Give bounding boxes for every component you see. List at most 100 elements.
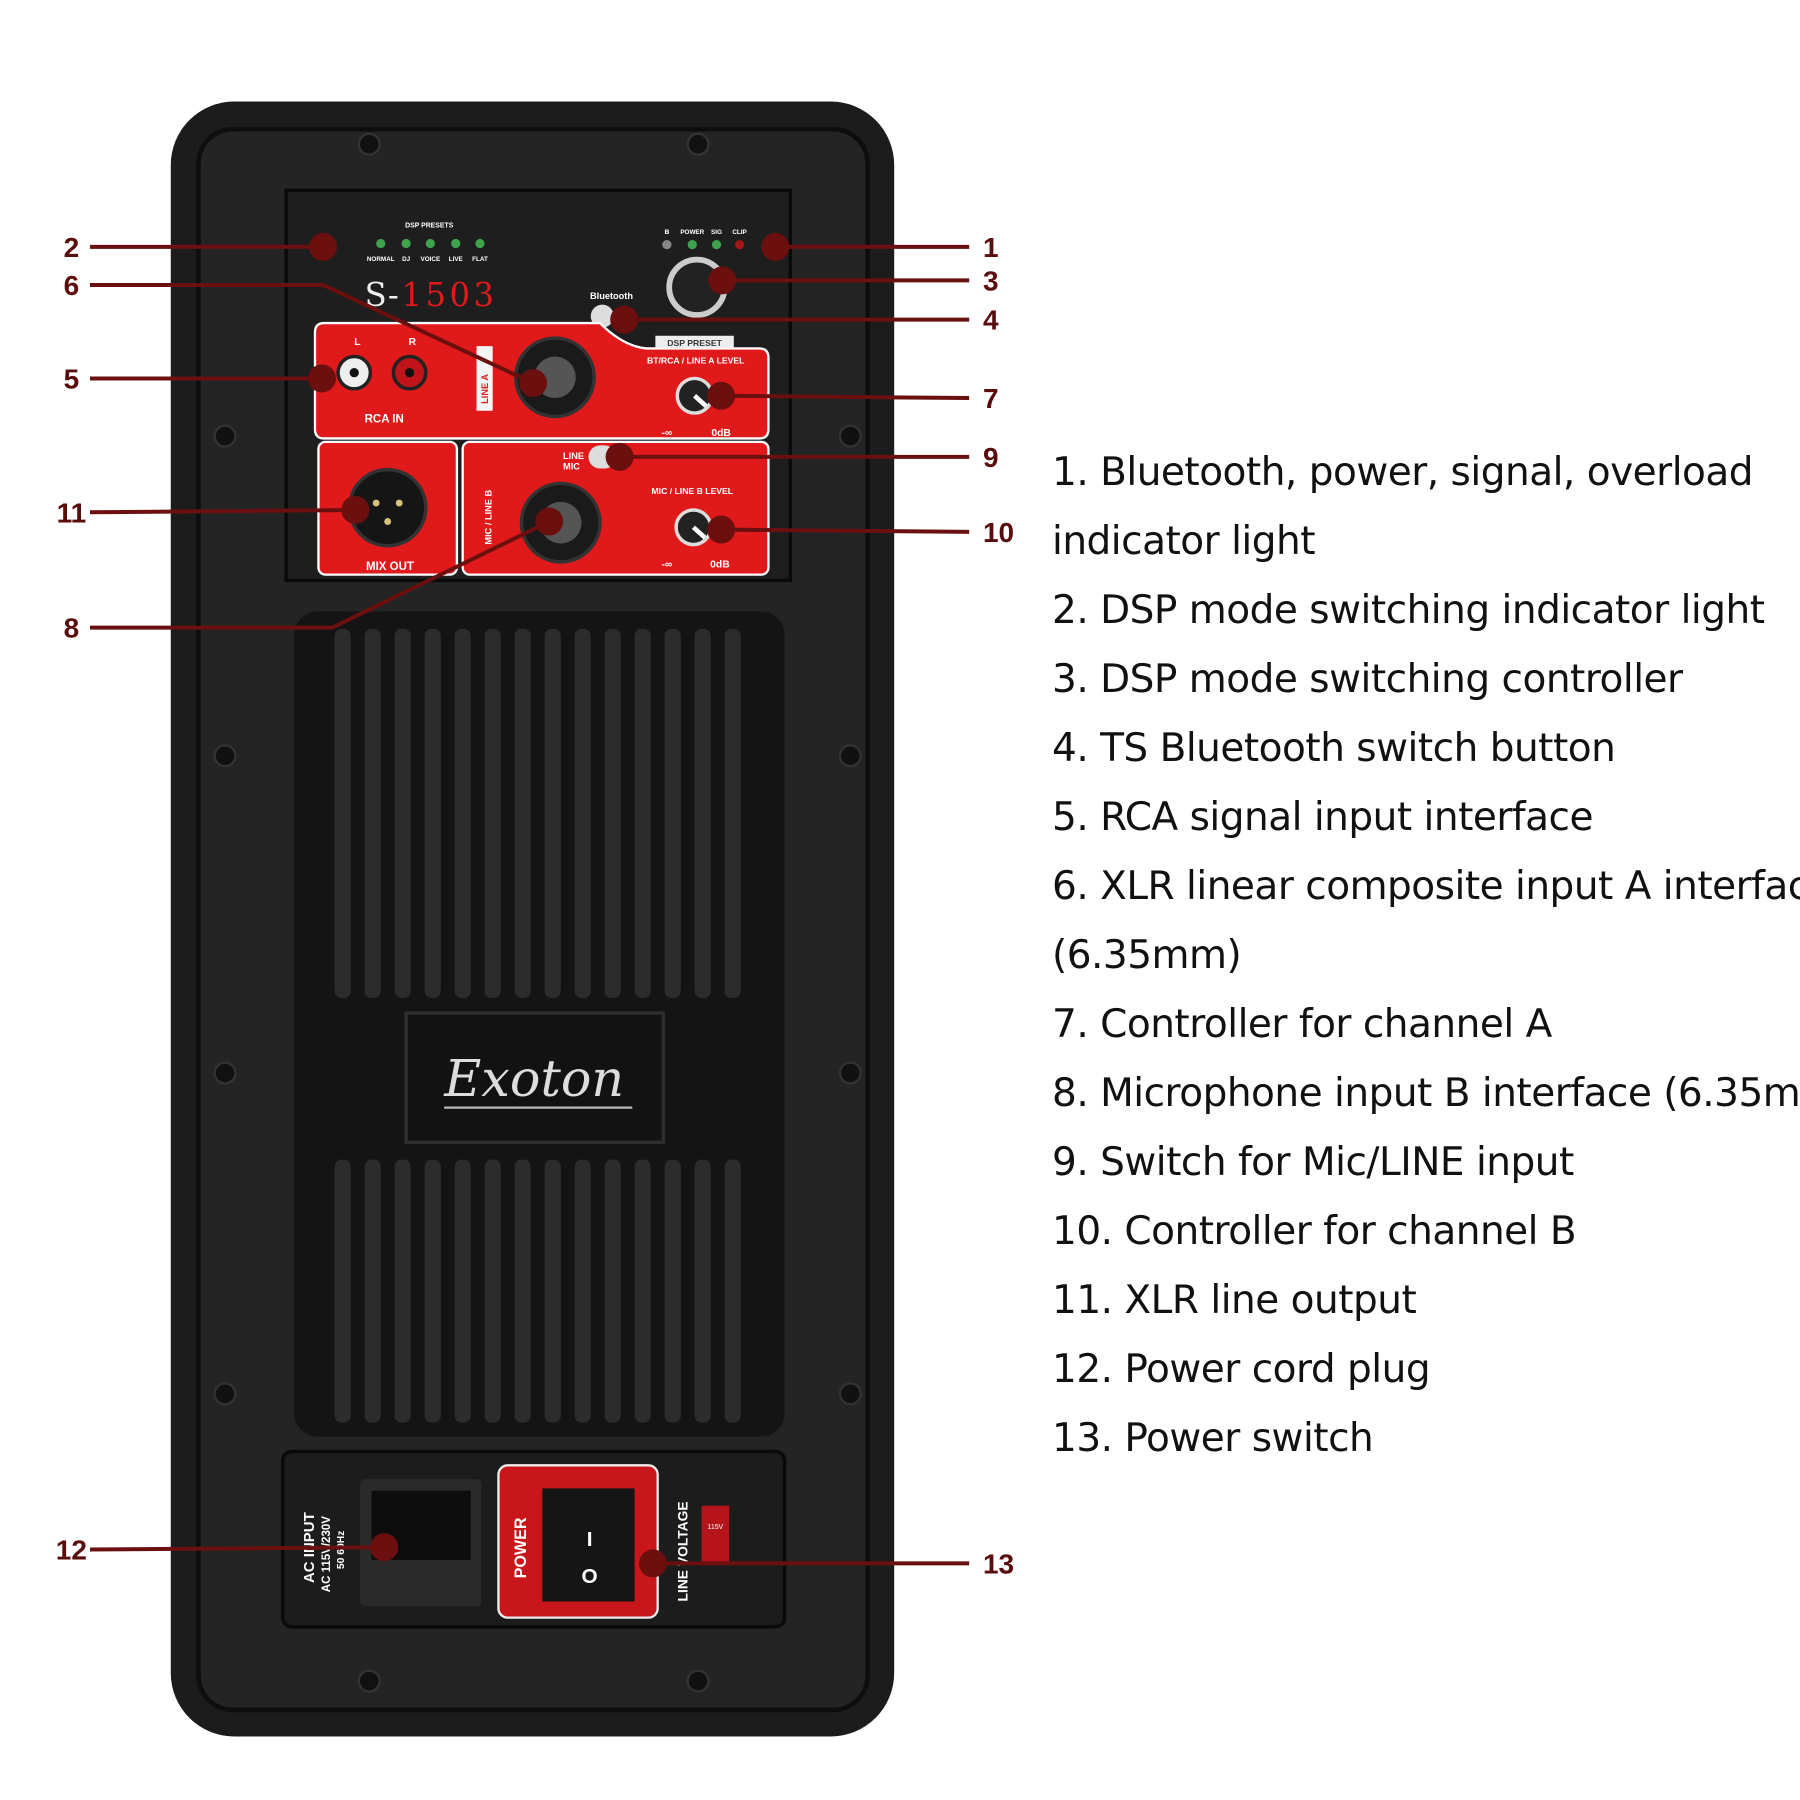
- callout-number: 12: [56, 1535, 87, 1566]
- dsp-preset-label: DSP PRESET: [667, 338, 722, 348]
- heatsink-fin: [664, 628, 681, 999]
- preset-led: [425, 238, 435, 249]
- callout-line: [721, 527, 970, 534]
- level-a-max: 0dB: [711, 428, 731, 439]
- level-a-min: -∞: [661, 428, 672, 439]
- heatsink-fin: [334, 1159, 351, 1423]
- brand-logo: Exoton: [443, 1049, 624, 1108]
- heatsink-fin: [364, 1159, 381, 1423]
- callout-dot: [639, 1549, 668, 1578]
- xlr-pin: [395, 499, 403, 507]
- callout-dot: [370, 1533, 399, 1562]
- legend-item: (6.35mm): [1052, 933, 1242, 978]
- heatsink-fin: [604, 628, 621, 999]
- heatsink-fin: [574, 628, 591, 999]
- callout-dot: [761, 232, 790, 261]
- line-a-label: LINE A: [480, 374, 490, 404]
- callout-dot: [708, 266, 737, 295]
- screw-icon: [838, 1061, 862, 1085]
- legend-item: 12. Power cord plug: [1052, 1347, 1431, 1392]
- heatsink-fin: [544, 1159, 561, 1423]
- xlr-pin: [372, 499, 380, 507]
- heatsink-fin: [364, 628, 381, 999]
- voltage-selector[interactable]: [701, 1505, 730, 1564]
- callout-dot: [309, 232, 338, 261]
- preset-led: [475, 238, 485, 249]
- preset-label: VOICE: [421, 256, 441, 263]
- heatsink-fin: [724, 1159, 741, 1423]
- heatsink-fin: [484, 1159, 501, 1423]
- switch-on-mark: I: [587, 1528, 593, 1551]
- callout-number: 13: [983, 1548, 1014, 1579]
- bluetooth-icon: ʙ: [664, 227, 669, 236]
- legend-item: 3. DSP mode switching controller: [1052, 657, 1683, 702]
- callout-line: [89, 519, 551, 630]
- bluetooth-led: [662, 239, 672, 250]
- heatsink-fin: [664, 1159, 681, 1423]
- preset-label: DJ: [402, 256, 411, 263]
- xlr-pin: [384, 518, 392, 525]
- legend-item: 2. DSP mode switching indicator light: [1052, 588, 1765, 633]
- preset-led: [451, 238, 461, 249]
- heatsink-fin: [724, 628, 741, 999]
- callout-number: 10: [983, 517, 1014, 548]
- level-b-label: MIC / LINE B LEVEL: [651, 486, 733, 496]
- heatsink-fin: [394, 628, 411, 999]
- heatsink-fin: [394, 1159, 411, 1423]
- callout-dot: [519, 369, 548, 398]
- screw-icon: [357, 1669, 381, 1693]
- rca-in-label: RCA IN: [365, 413, 404, 425]
- screw-icon: [838, 744, 862, 768]
- callout-dot: [610, 305, 639, 334]
- heatsink-fin: [604, 1159, 621, 1423]
- callout-line: [89, 1545, 385, 1552]
- dsp-presets-title: DSP PRESETS: [405, 222, 454, 229]
- legend-item: 5. RCA signal input interface: [1052, 795, 1593, 840]
- callout-dot: [707, 381, 736, 410]
- status-led-label: POWER: [680, 229, 704, 236]
- legend-item: 8. Microphone input B interface (6.35mm): [1052, 1071, 1800, 1116]
- rca-right-hole: [404, 368, 415, 378]
- legend-item: 7. Controller for channel A: [1052, 1002, 1552, 1047]
- status-led: [734, 239, 745, 250]
- legend-item: 10. Controller for channel B: [1052, 1209, 1577, 1254]
- power-rocker-switch[interactable]: [542, 1488, 635, 1602]
- callout-number: 7: [983, 383, 999, 414]
- rca-right-label: R: [408, 337, 416, 348]
- legend-item: 13. Power switch: [1052, 1416, 1374, 1461]
- legend-item: 1. Bluetooth, power, signal, overload: [1052, 450, 1754, 495]
- level-b-pointer: [691, 525, 707, 540]
- line-voltage-label: LINE VOLTAGE: [675, 1501, 691, 1601]
- heatsink-fin: [694, 628, 711, 999]
- legend-item: 11. XLR line output: [1052, 1278, 1417, 1323]
- dsp-preset-tag: [655, 335, 734, 349]
- callout-number: 9: [983, 442, 999, 473]
- mic-line-b-label: MIC / LINE B: [484, 489, 494, 544]
- callout-dot: [307, 364, 336, 393]
- mix-out-label: MIX OUT: [366, 561, 414, 573]
- switch-off-mark: O: [582, 1565, 598, 1588]
- status-led: [711, 239, 722, 250]
- screw-icon: [838, 424, 862, 448]
- callout-dot: [605, 442, 634, 471]
- heatsink-fin: [334, 628, 351, 999]
- callout-number: 11: [57, 497, 87, 528]
- heatsink-fin: [484, 628, 501, 999]
- heatsink-fin: [544, 628, 561, 999]
- ac-voltage-label: AC 115V/230V: [321, 1516, 333, 1593]
- callout-number: 4: [983, 305, 999, 336]
- heatsink-fin: [514, 1159, 531, 1423]
- switch-mic-label: MIC: [563, 462, 580, 472]
- screw-icon: [838, 1382, 862, 1406]
- status-led-label: CLIP: [732, 229, 746, 236]
- callout-number: 1: [983, 232, 999, 263]
- callout-number: 8: [64, 613, 80, 644]
- rca-left-label: L: [354, 337, 361, 348]
- legend-item: 9. Switch for Mic/LINE input: [1052, 1140, 1574, 1185]
- screw-icon: [213, 1061, 237, 1085]
- screw-icon: [686, 1669, 710, 1693]
- logo-plate: [404, 1011, 666, 1144]
